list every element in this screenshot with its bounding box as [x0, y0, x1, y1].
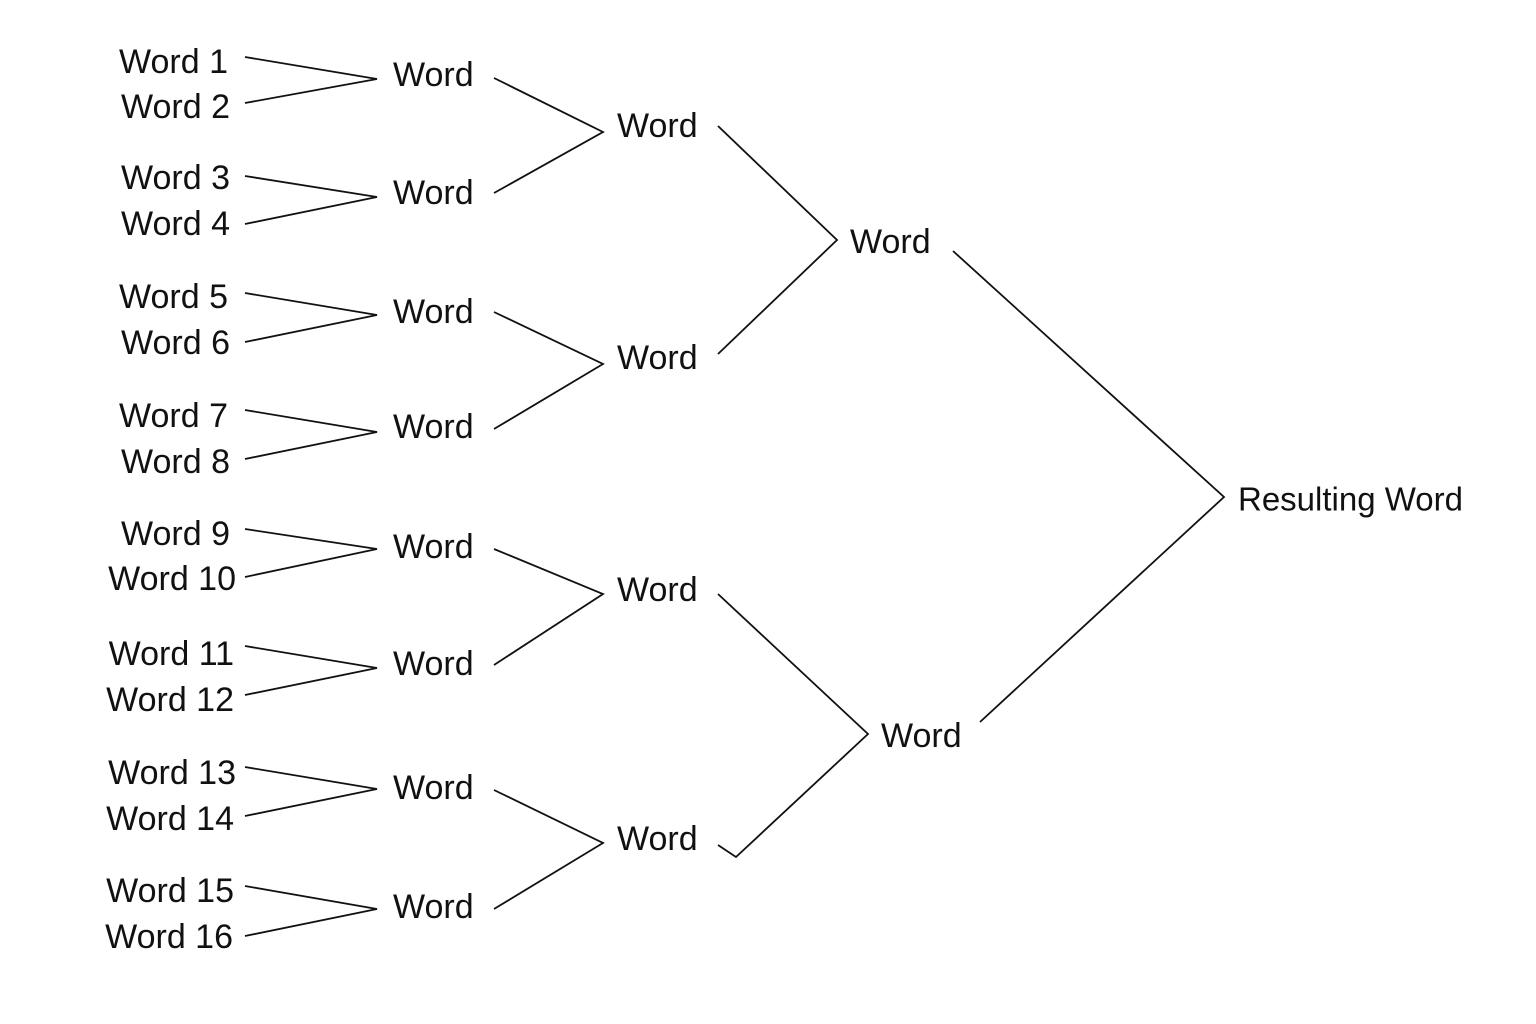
connector-l2-1: [717, 125, 839, 355]
level1-word: Word: [393, 293, 474, 331]
leaf-word: Word 3: [121, 159, 230, 197]
connector-pair-6: [244, 645, 378, 696]
level1-word: Word: [393, 528, 474, 566]
level1-word: Word: [393, 769, 474, 807]
connector-pair-3: [244, 292, 378, 343]
level2-word: Word: [617, 339, 698, 377]
leaf-word: Word 7: [119, 397, 228, 435]
connector-l1-4: [493, 789, 605, 910]
connector-l1-3: [493, 548, 605, 666]
level1-word: Word: [393, 174, 474, 212]
connector-pair-2: [244, 175, 378, 225]
level1-word: Word: [393, 888, 474, 926]
leaf-word: Word 6: [121, 324, 230, 362]
connector-pair-4: [244, 409, 378, 460]
connector-l2-2: [717, 593, 870, 859]
leaf-word: Word 12: [106, 681, 234, 719]
level3-word: Word: [850, 223, 931, 261]
connector-l1-1: [493, 77, 605, 194]
connector-l1-2: [493, 311, 605, 430]
level2-word: Word: [617, 571, 698, 609]
leaf-word: Word 14: [106, 800, 234, 838]
connector-pair-1: [244, 56, 378, 104]
connector-pair-7: [244, 766, 378, 817]
leaf-word: Word 1: [119, 43, 228, 81]
leaf-word: Word 15: [106, 872, 234, 910]
leaf-word: Word 5: [119, 278, 228, 316]
leaf-word: Word 13: [108, 754, 236, 792]
level1-word: Word: [393, 56, 474, 94]
level2-word: Word: [617, 820, 698, 858]
leaf-word: Word 11: [109, 635, 234, 673]
level1-word: Word: [393, 408, 474, 446]
leaf-word: Word 9: [121, 515, 230, 553]
leaf-word: Word 2: [121, 88, 230, 126]
level3-word: Word: [881, 717, 962, 755]
resulting-word: Resulting Word: [1238, 481, 1463, 518]
level1-word: Word: [393, 645, 474, 683]
connector-pair-5: [244, 528, 378, 578]
leaf-word: Word 8: [121, 443, 230, 481]
connector-lines: [244, 56, 1226, 937]
leaf-word: Word 4: [121, 205, 230, 243]
leaf-word: Word 16: [105, 918, 233, 956]
leaf-word: Word 10: [108, 560, 236, 598]
node-labels: Word 1 Word 2 Word 3 Word 4 Word 5 Word …: [105, 43, 1463, 956]
connector-l3-final: [952, 250, 1226, 723]
level2-word: Word: [617, 107, 698, 145]
connector-pair-8: [244, 885, 378, 937]
